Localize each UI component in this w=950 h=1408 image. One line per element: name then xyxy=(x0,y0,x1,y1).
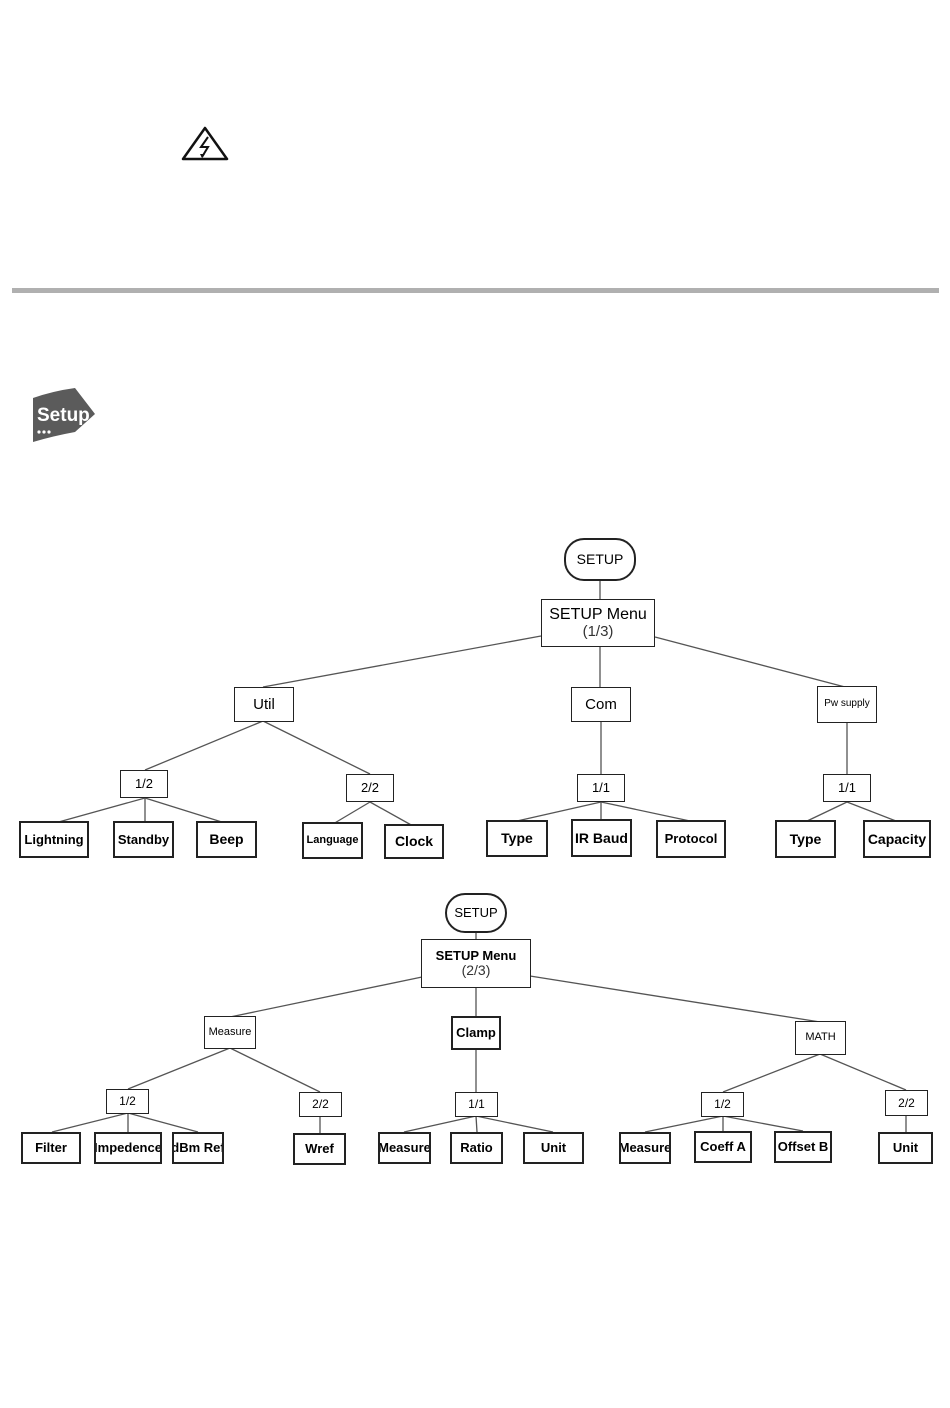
tree2-item-offset-b: Offset B xyxy=(774,1131,832,1163)
tree2-item-dbm-ref: dBm Ref xyxy=(172,1132,224,1164)
tree1-util: Util xyxy=(234,687,294,722)
tree1-util-page-1: 1/2 xyxy=(120,770,168,798)
tree1-item-beep: Beep xyxy=(196,821,257,858)
tree2-item-math-measure: Measure xyxy=(619,1132,671,1164)
tree2-item-clamp-measure: Measure xyxy=(378,1132,431,1164)
tree2-item-coeff-a: Coeff A xyxy=(694,1131,752,1163)
tree2-math-page-2: 2/2 xyxy=(885,1090,928,1116)
tree1-menu-page: (1/3) xyxy=(583,624,614,640)
tree1-pw-supply: Pw supply xyxy=(817,686,877,723)
tree2-root-setup: SETUP xyxy=(445,893,507,933)
tree2-menu-page: (2/3) xyxy=(462,963,491,978)
tree1-item-lightning: Lightning xyxy=(19,821,89,858)
tree1-pw-page-1: 1/1 xyxy=(823,774,871,802)
tree1-menu-title: SETUP Menu xyxy=(549,607,647,624)
tree2-item-math-unit: Unit xyxy=(878,1132,933,1164)
tree2-menu-title: SETUP Menu xyxy=(436,949,517,963)
tree1-item-capacity: Capacity xyxy=(863,820,931,858)
tree1-item-protocol: Protocol xyxy=(656,820,726,858)
tree2-measure-page-2: 2/2 xyxy=(299,1092,342,1117)
tree2-math-page-1: 1/2 xyxy=(701,1092,744,1117)
tree1-item-clock: Clock xyxy=(384,824,444,859)
tree2-item-ratio: Ratio xyxy=(450,1132,503,1164)
tree2-item-clamp-unit: Unit xyxy=(523,1132,584,1164)
tree1-com-page-1: 1/1 xyxy=(577,774,625,802)
tree2-measure-page-1: 1/2 xyxy=(106,1089,149,1114)
tree2-clamp: Clamp xyxy=(451,1016,501,1050)
tree1-root-setup: SETUP xyxy=(564,538,636,581)
tree2-clamp-page-1: 1/1 xyxy=(455,1092,498,1117)
tree2-measure: Measure xyxy=(204,1016,256,1049)
tree1-util-page-2: 2/2 xyxy=(346,774,394,802)
tree1-item-pw-type: Type xyxy=(775,820,836,858)
tree2-setup-menu: SETUP Menu (2/3) xyxy=(421,939,531,988)
tree2-item-impedence: Impedence xyxy=(94,1132,162,1164)
tree1-setup-menu: SETUP Menu (1/3) xyxy=(541,599,655,647)
tree1-item-language: Language xyxy=(302,822,363,859)
tree1-item-ir-baud: IR Baud xyxy=(571,819,632,857)
tree2-item-filter: Filter xyxy=(21,1132,81,1164)
tree1-item-standby: Standby xyxy=(113,821,174,858)
tree1-com: Com xyxy=(571,687,631,722)
tree2-item-wref: Wref xyxy=(293,1133,346,1165)
tree2-math: MATH xyxy=(795,1021,846,1055)
tree1-item-type: Type xyxy=(486,820,548,857)
